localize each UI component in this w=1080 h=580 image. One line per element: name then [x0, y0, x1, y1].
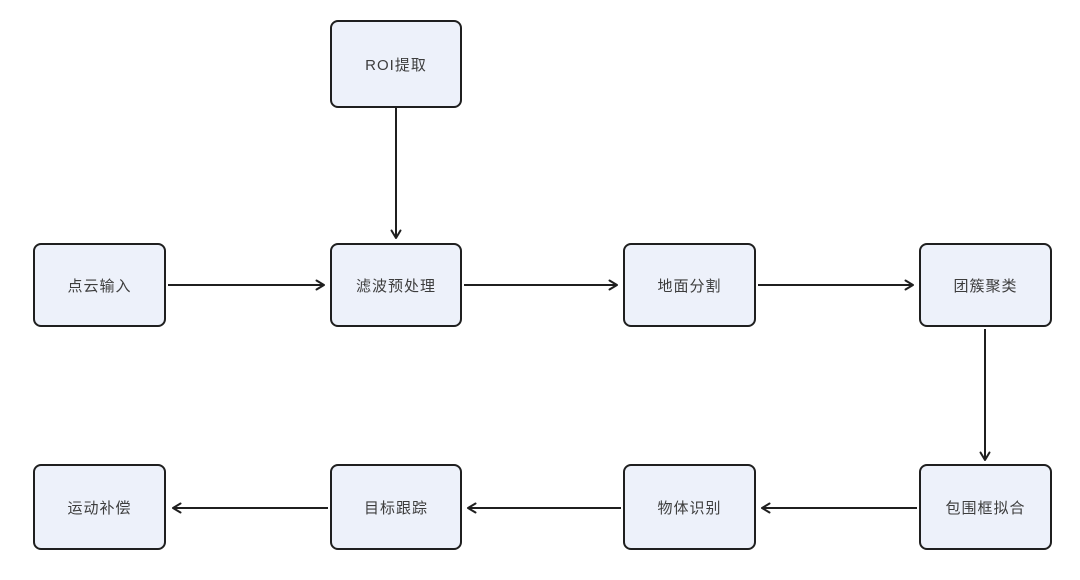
node-ground-segmentation: 地面分割	[623, 243, 756, 327]
node-bounding-box-fit: 包围框拟合	[919, 464, 1052, 550]
node-filter-preprocess: 滤波预处理	[330, 243, 462, 327]
node-point-cloud-input: 点云输入	[33, 243, 166, 327]
node-object-recognition: 物体识别	[623, 464, 756, 550]
node-target-tracking: 目标跟踪	[330, 464, 462, 550]
node-cluster-clustering: 团簇聚类	[919, 243, 1052, 327]
node-motion-compensation: 运动补偿	[33, 464, 166, 550]
node-roi-extraction: ROI提取	[330, 20, 462, 108]
